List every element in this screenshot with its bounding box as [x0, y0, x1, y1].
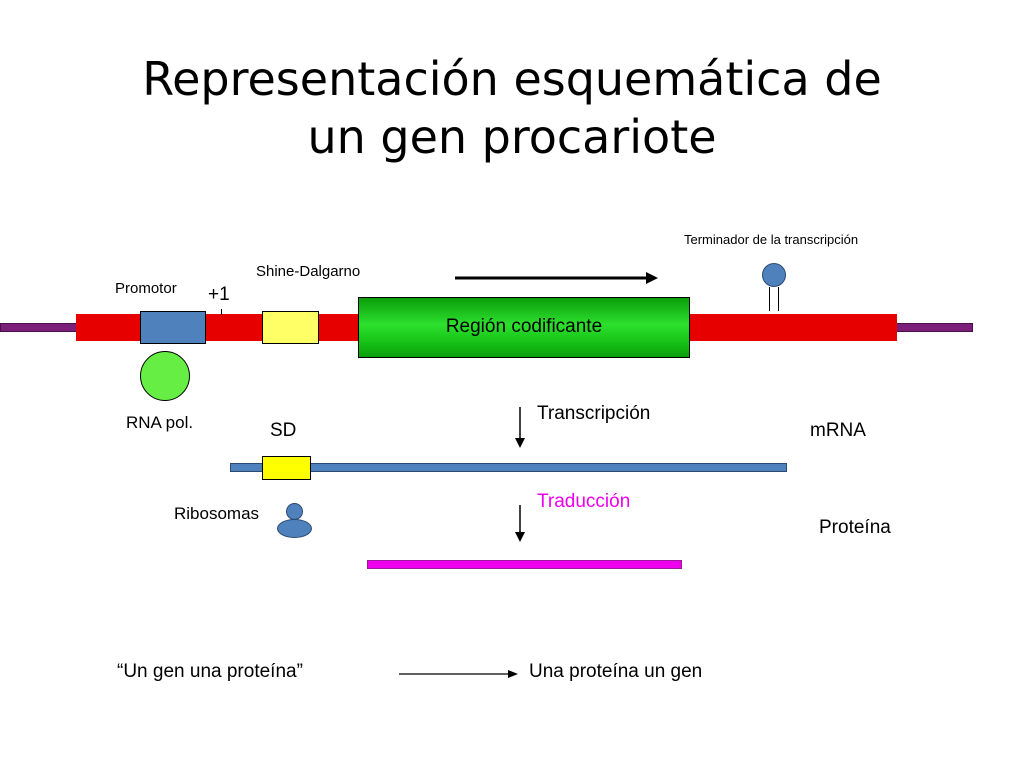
rna-pol-label: RNA pol. — [126, 413, 194, 432]
mrna-strand — [230, 463, 787, 472]
title-line-1: Representación esquemática de — [142, 52, 882, 106]
translation-arrow — [515, 505, 525, 542]
transcription-arrow — [515, 407, 525, 448]
footer-left-text: “Un gen una proteína” — [117, 661, 303, 682]
transcription-label: Transcripción — [537, 403, 651, 424]
promotor-label: Promotor — [115, 280, 177, 297]
plus-one-label: +1 — [208, 284, 230, 305]
shine-dalgarno-label: Shine-Dalgarno — [256, 263, 361, 280]
footer-arrow — [399, 670, 518, 678]
translation-label: Traducción — [537, 491, 631, 512]
protein-strand — [367, 560, 682, 569]
terminator-stem-right — [778, 287, 779, 311]
coding-region-box — [358, 297, 690, 358]
transcription-direction-arrow — [455, 272, 658, 284]
mrna-label: mRNA — [810, 420, 866, 441]
ribosome-large-subunit — [277, 519, 312, 538]
plus-one-tick — [221, 309, 222, 315]
rna-pol-circle — [140, 351, 190, 401]
ribosomes-label: Ribosomas — [174, 504, 260, 523]
title-line-2: un gen procariote — [307, 110, 717, 164]
terminator-stem-left — [769, 287, 770, 311]
ribosome-icon — [277, 503, 313, 539]
protein-label: Proteína — [819, 517, 891, 538]
promotor-box — [140, 311, 206, 344]
coding-region-label: Región codificante — [445, 316, 603, 337]
terminator-circle — [762, 263, 786, 287]
ribosome-small-subunit — [286, 503, 303, 520]
sd-label: SD — [270, 420, 297, 441]
slide-title: Representación esquemática de un gen pro… — [0, 50, 1024, 166]
sd-box — [262, 456, 311, 480]
terminator-label: Terminador de la transcripción — [684, 232, 859, 247]
shine-dalgarno-box — [262, 311, 319, 344]
footer-right-text: Una proteína un gen — [529, 661, 703, 682]
